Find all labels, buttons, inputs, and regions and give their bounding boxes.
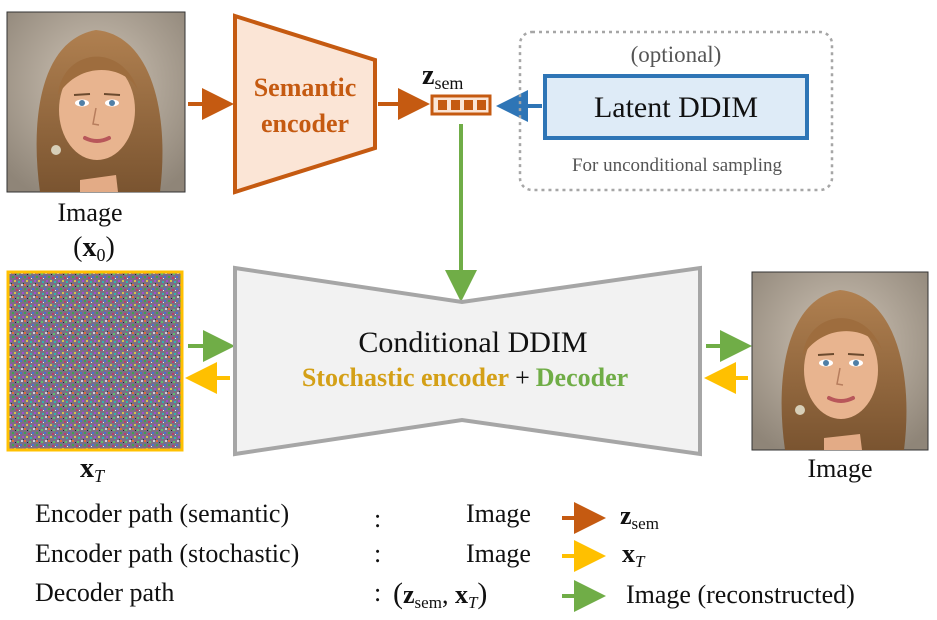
- output-image: [751, 271, 929, 451]
- conditional-ddim-shape: [233, 265, 702, 457]
- legend-row1-to: zsem: [620, 501, 659, 533]
- optional-header: (optional): [631, 42, 722, 67]
- zsem-vector: [430, 94, 492, 116]
- legend-row3-label: Decoder path: [35, 578, 174, 607]
- conditional-ddim-title: Conditional DDIM: [358, 326, 587, 359]
- legend-row2-colon: :: [374, 539, 381, 568]
- zsem-label: zsem: [422, 60, 463, 93]
- semantic-encoder-line2: encoder: [261, 109, 349, 138]
- x0-symbol: (x0): [73, 232, 115, 265]
- legend-row2-from: Image: [466, 539, 531, 568]
- latent-ddim-box: [543, 74, 809, 140]
- optional-box: [518, 30, 834, 192]
- legend-row1-from: Image: [466, 499, 531, 528]
- svg-text:(x0): (x0): [73, 232, 115, 265]
- latent-ddim-title: Latent DDIM: [594, 91, 758, 124]
- legend-row1-colon: :: [374, 504, 381, 533]
- input-image-caption: Image: [58, 198, 123, 227]
- semantic-encoder-line1: Semantic: [254, 73, 357, 102]
- legend-row3-from: (zsem, xT): [393, 577, 487, 612]
- legend-row3-colon: :: [374, 578, 381, 607]
- conditional-ddim-subtitle: Stochastic encoder+Decoder: [302, 363, 628, 392]
- input-image: [6, 11, 186, 193]
- legend: Encoder path (semantic) : Image zsem Enc…: [35, 499, 855, 612]
- legend-row2-to: xT: [622, 539, 646, 571]
- svg-text:xT: xT: [80, 453, 106, 486]
- noise-image: [6, 270, 184, 452]
- semantic-encoder-shape: [233, 13, 377, 195]
- xT-label: xT: [80, 453, 106, 486]
- legend-row1-label: Encoder path (semantic): [35, 499, 289, 528]
- output-image-caption: Image: [808, 454, 873, 483]
- legend-row2-label: Encoder path (stochastic): [35, 539, 299, 568]
- optional-subtitle: For unconditional sampling: [572, 155, 783, 176]
- svg-text:zsem: zsem: [422, 60, 463, 93]
- legend-row3-to: Image (reconstructed): [626, 580, 855, 609]
